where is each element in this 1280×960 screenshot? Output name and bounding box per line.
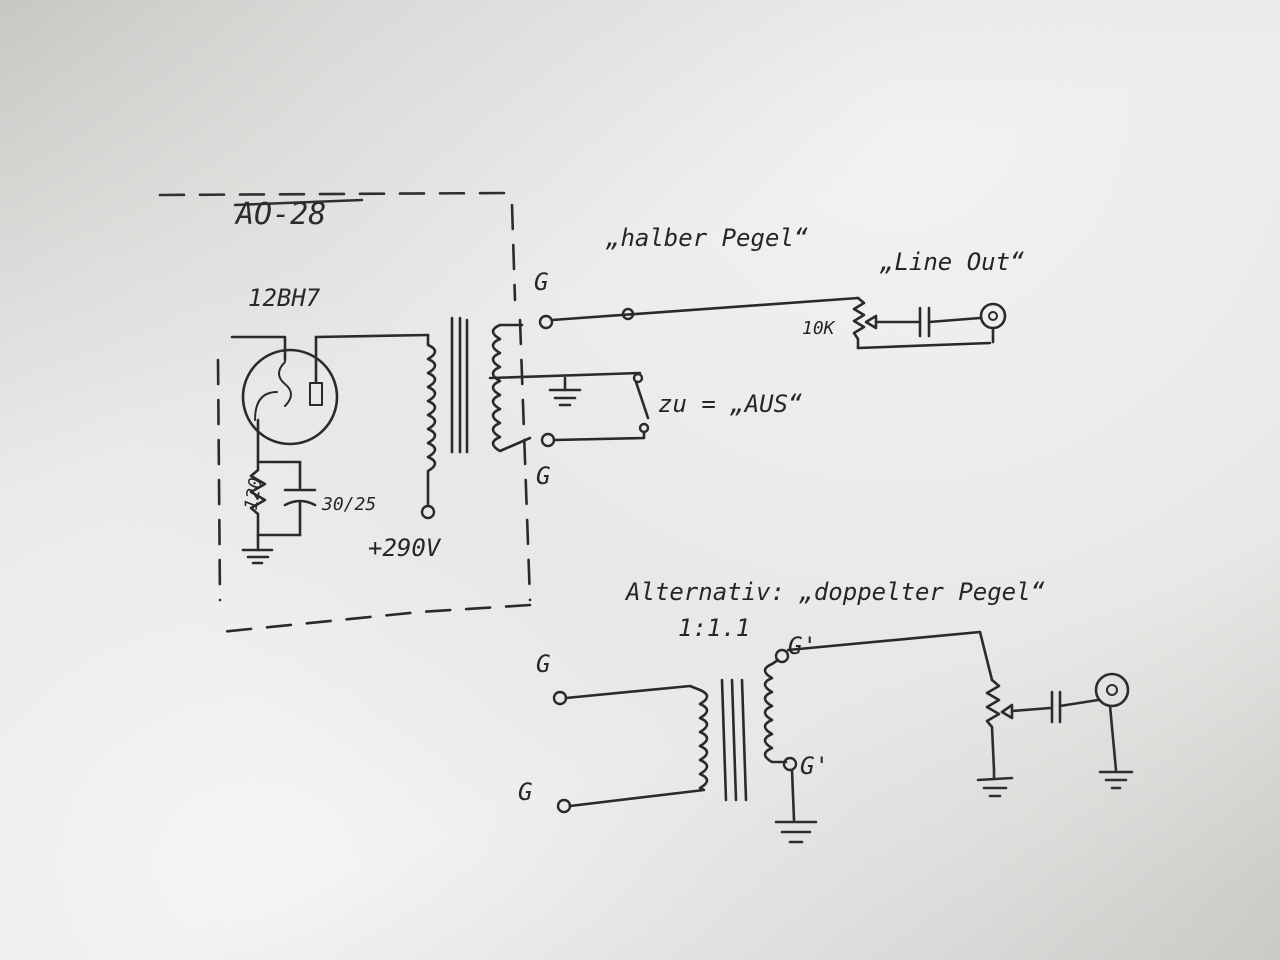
- output-terminal-bottom-label: G: [536, 462, 550, 490]
- alternativ-label: Alternativ: „doppelter Pegel“: [624, 578, 1045, 606]
- module-title: AO-28: [234, 197, 326, 232]
- supply-label: +290V: [368, 534, 442, 562]
- center-tap-ground: [548, 376, 582, 407]
- supply-terminal: [420, 504, 436, 520]
- output-transformer: [426, 316, 642, 507]
- switch-label: zu = „AUS“: [658, 390, 803, 418]
- cathode-network: [241, 418, 317, 565]
- alt-output-network: [774, 630, 1134, 844]
- alt-output-bottom-terminal: [782, 756, 798, 772]
- cathode-cap-value: 30/25: [321, 494, 376, 515]
- alt-output-bottom-label: G': [800, 752, 829, 780]
- module-title-strike: [233, 198, 364, 207]
- alt-input-top-terminal: [552, 690, 568, 706]
- alt-transformer: [564, 658, 788, 808]
- alt-output-top-terminal: [774, 648, 790, 664]
- tube-label: 12BH7: [248, 284, 321, 312]
- cathode-resistor-value: 120: [241, 476, 267, 512]
- alt-output-top-label: G': [788, 632, 817, 660]
- halber-pegel-output: [550, 296, 1007, 350]
- pot-value: 10K: [802, 318, 836, 339]
- tube-symbol: [230, 333, 430, 446]
- ratio-label: 1:1.1: [678, 614, 750, 642]
- module-boundary: [158, 191, 532, 634]
- line-out-label: „Line Out“: [879, 248, 1025, 276]
- alt-input-top-label: G: [536, 650, 550, 678]
- output-terminal-top: [538, 314, 554, 330]
- mute-switch: [552, 372, 650, 442]
- halber-pegel-label: „halber Pegel“: [605, 224, 808, 252]
- alt-input-bottom-terminal: [556, 798, 572, 814]
- alt-input-bottom-label: G: [518, 778, 532, 806]
- output-terminal-top-label: G: [534, 268, 548, 296]
- output-terminal-bottom: [540, 432, 556, 448]
